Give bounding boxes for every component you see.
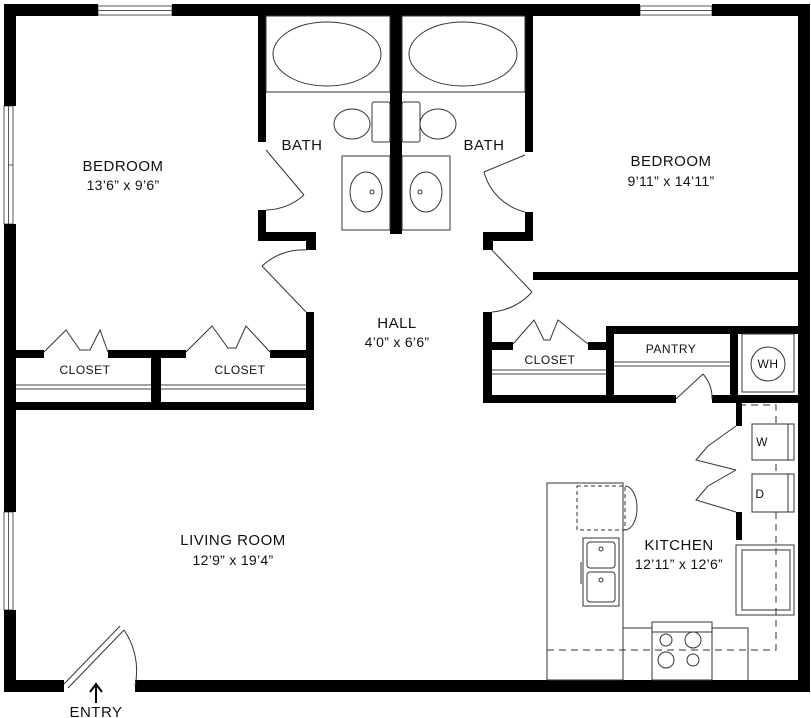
closet-1-label: CLOSET [59,363,110,377]
toilet-left-tank [371,101,391,143]
bath-right-name: BATH [464,137,505,154]
bedroom-right-name: BEDROOM [630,153,711,170]
closet-3-label: CLOSET [524,353,575,367]
dryer [751,473,795,513]
kitchen-fixtures [546,404,795,681]
toilet-right-tank [401,101,421,143]
bedroom-left-name: BEDROOM [82,158,163,175]
living-name: LIVING ROOM [180,532,286,549]
bath-fixtures [265,15,526,231]
hall-name: HALL [377,315,417,332]
toilet-right-bowl [419,108,457,140]
entry-arrow [89,682,103,703]
washer [751,423,795,461]
refrigerator [735,544,795,616]
utility [741,333,795,513]
doors [43,149,737,689]
toilet-left-bowl [333,108,371,140]
walls [4,4,810,692]
pantry-label: PANTRY [646,342,697,356]
kitchen-name: KITCHEN [644,537,713,554]
dishwasher [576,485,626,531]
dryer-label: D [755,487,764,501]
labels: BEDROOM 13’6” x 9’6” BEDROOM 9’11” x 14’… [59,137,778,718]
closet-shelves [16,361,730,390]
stove [651,621,713,681]
water-heater [750,346,786,382]
closet-2-label: CLOSET [214,363,265,377]
hall-size: 4’0” x 6’6” [365,334,430,350]
kitchen-sink [582,537,620,607]
kitchen-size: 12’11” x 12’6” [635,556,723,572]
living-size: 12’9” x 19’4” [193,552,274,568]
bedroom-left-size: 13’6” x 9’6” [87,177,160,193]
kitchen-counter [546,482,624,681]
entry-label: ENTRY [69,704,122,718]
washer-label: W [756,435,768,449]
bedroom-right-size: 9’11” x 14’11” [628,173,715,189]
bath-left-name: BATH [282,137,323,154]
water-heater-label: WH [758,357,779,371]
